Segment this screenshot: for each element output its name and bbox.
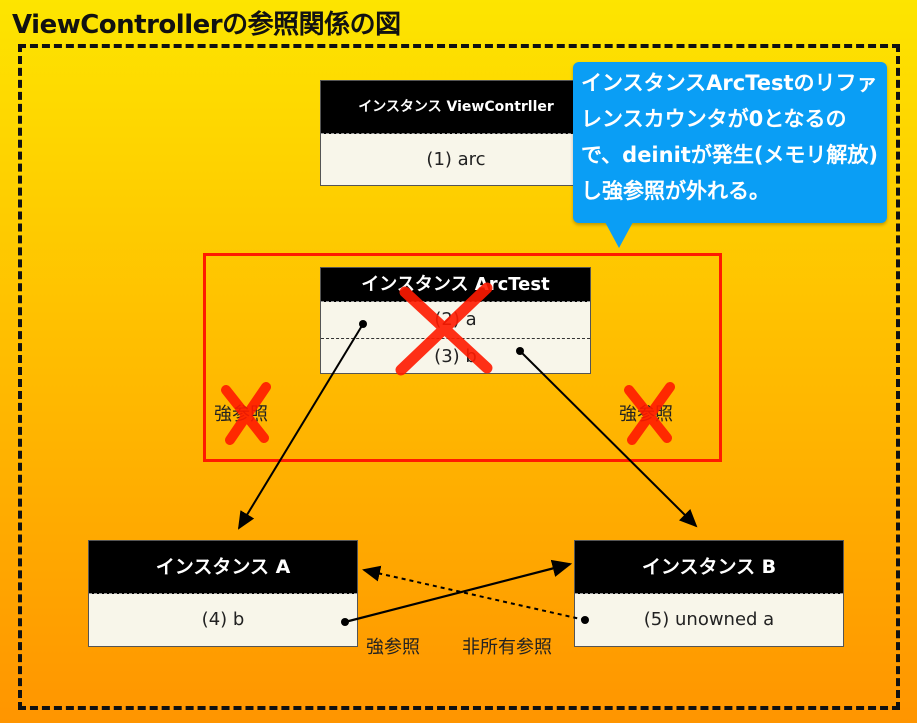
instance-a-header: インスタンス A <box>89 541 357 594</box>
strong-ref-label-bottom: 強参照 <box>366 637 420 658</box>
arrow-b-unowned-to-a <box>362 565 589 624</box>
instance-a-box: インスタンス A (4) b <box>88 540 358 647</box>
diagram-title: ViewControllerの参照関係の図 <box>12 10 401 40</box>
viewcontroller-instance-box: インスタンス ViewContrller (1) arc <box>320 80 592 186</box>
arrow-arctest-a-to-instance-a <box>237 320 367 530</box>
cross-arctest-icon <box>395 282 493 376</box>
cross-strong-right-icon <box>624 382 675 445</box>
cross-strong-left-icon <box>221 382 271 445</box>
instance-b-box: インスタンス B (5) unowned a <box>574 540 844 647</box>
property-unowned-a: (5) unowned a <box>643 609 775 630</box>
released-region <box>203 253 722 462</box>
unowned-ref-label: 非所有参照 <box>462 637 552 658</box>
property-arc: (1) arc <box>426 149 486 170</box>
viewcontroller-header: インスタンス ViewContrller <box>321 81 591 134</box>
callout-bubble: インスタンスArcTestのリファレンスカウンタが0となるので、deinitが発… <box>573 62 887 223</box>
callout-tail <box>605 222 633 248</box>
arrow-a-strong-to-b <box>341 559 573 626</box>
viewcontroller-frame <box>18 44 900 710</box>
arrow-arctest-b-to-instance-b <box>516 347 698 528</box>
property-b-of-a: (4) b <box>201 609 245 630</box>
instance-b-header: インスタンス B <box>575 541 843 594</box>
